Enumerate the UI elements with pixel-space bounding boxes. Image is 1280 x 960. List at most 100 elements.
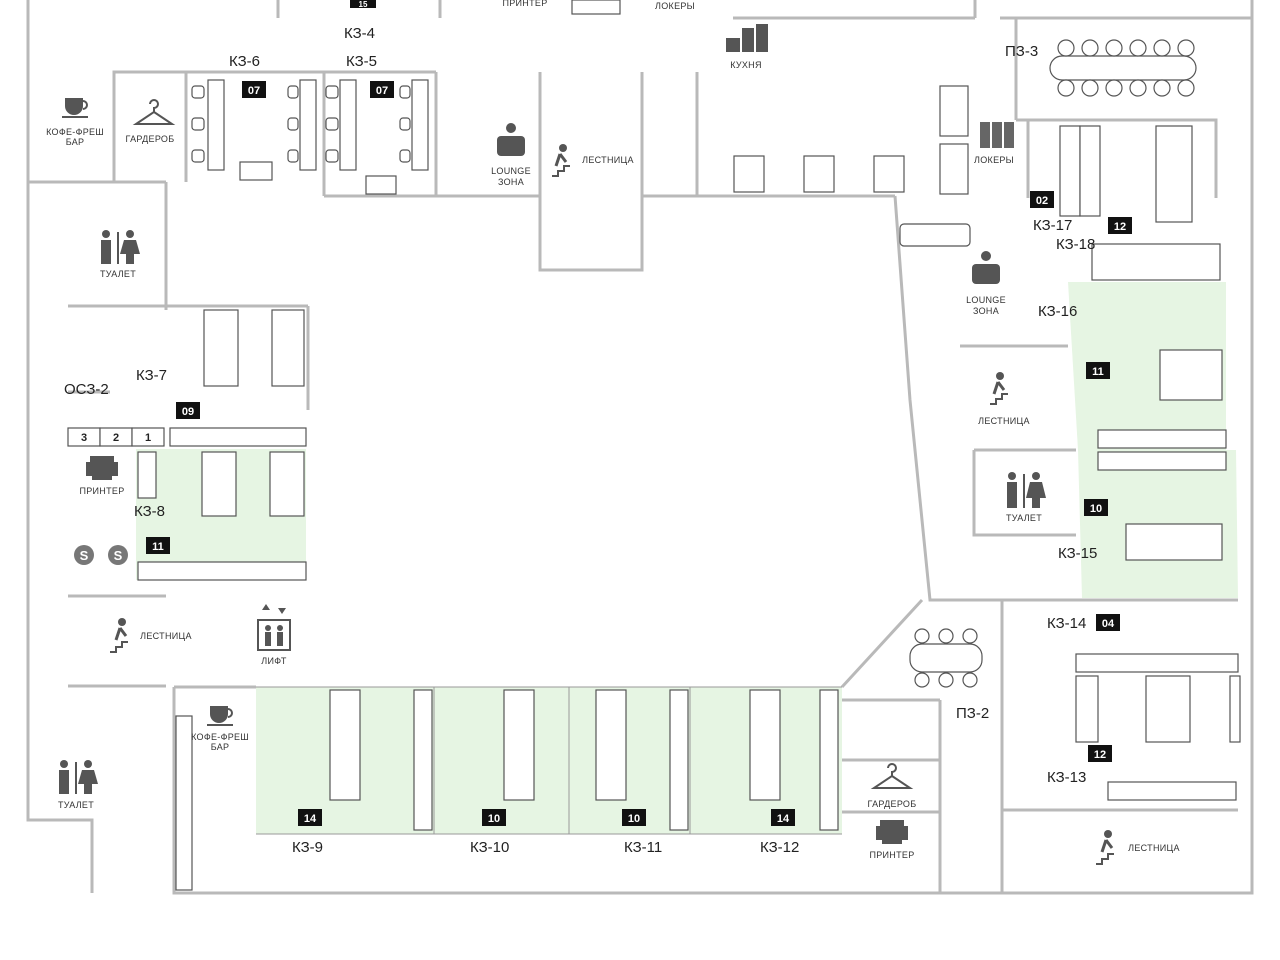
svg-text:14: 14 (777, 813, 790, 825)
zone-label-k3-10: КЗ-10 (470, 839, 509, 856)
stairs-icon (1096, 830, 1114, 865)
room-label-kitchen: КУХНЯ (730, 60, 762, 70)
coffee-icon (207, 706, 233, 726)
zone-label-k3-12: КЗ-12 (760, 839, 799, 856)
room-label-printer-1: ПРИНТЕР (502, 0, 547, 8)
svg-text:10: 10 (488, 813, 500, 825)
hanger-icon (132, 99, 176, 125)
room-label-stairs-1: ЛЕСТНИЦА (582, 155, 634, 165)
room-label-lift: ЛИФТ (261, 656, 287, 666)
room-label-stairs-3: ЛЕСТНИЦА (140, 631, 192, 641)
svg-text:15: 15 (359, 0, 368, 9)
room-label-coffee-bar-2: КОФЕ-ФРЕШ (191, 732, 249, 742)
seat-number: 1 (145, 432, 151, 444)
svg-text:12: 12 (1114, 221, 1126, 233)
hanger-icon (870, 763, 914, 789)
badge-k3-10: 10 (482, 809, 506, 826)
lounge-icon (497, 123, 525, 156)
room-label-stairs-2: ЛЕСТНИЦА (978, 416, 1030, 426)
zone-label-k3-6: КЗ-6 (229, 53, 260, 70)
kitchen-icon (726, 24, 768, 52)
room-label-printer-3: ПРИНТЕР (869, 850, 914, 860)
room-label-toilet-2: ТУАЛЕТ (1006, 513, 1042, 523)
room-label-lounge-1: ЗОНА (498, 177, 524, 187)
seat-number: 2 (113, 432, 119, 444)
printer-icon (876, 820, 908, 844)
zone-label-k3-5: КЗ-5 (346, 53, 377, 70)
badge-k3-9: 14 (298, 809, 322, 826)
badge-top: 15 (350, 0, 376, 9)
room-label-toilet-1: ТУАЛЕТ (100, 269, 136, 279)
zone-label-k3-18: КЗ-18 (1056, 236, 1095, 253)
svg-text:S: S (114, 548, 123, 563)
svg-text:11: 11 (152, 541, 164, 553)
room-label-coffee-bar-2: БАР (211, 742, 230, 752)
room-label-lockers-2: ЛОКЕРЫ (974, 155, 1014, 165)
room-label-wardrobe-2: ГАРДЕРОБ (868, 799, 917, 809)
toilet-icon (1007, 472, 1046, 508)
svg-text:07: 07 (376, 85, 388, 97)
toilet-icon (59, 760, 98, 794)
badge-k3-18: 12 (1108, 217, 1132, 234)
lounge-icon (972, 251, 1000, 284)
seat-count-badges: 15 07 07 02 12 11 10 04 12 09 11 14 10 1… (146, 0, 1132, 826)
stairs-icon (110, 618, 128, 653)
badge-k3-8: 11 (146, 537, 170, 554)
zone-label-k3-15: КЗ-15 (1058, 545, 1097, 562)
seat-number: 3 (81, 432, 87, 444)
svg-text:04: 04 (1102, 618, 1115, 630)
room-label-lounge-2: LOUNGE (966, 295, 1006, 305)
zone-label-oc3-2: ОСЗ-2 (64, 381, 109, 398)
room-label-lounge-1: LOUNGE (491, 166, 531, 176)
svg-text:11: 11 (1092, 366, 1104, 378)
zone-label-p3-3: ПЗ-3 (1005, 43, 1038, 60)
badge-k3-12: 14 (771, 809, 795, 826)
zone-label-k3-16: КЗ-16 (1038, 303, 1077, 320)
zone-k3-16-area[interactable] (1068, 282, 1226, 450)
toilet-icon (101, 230, 140, 264)
room-label-coffee-bar-1: КОФЕ-ФРЕШ (46, 127, 104, 137)
badge-k3-16: 11 (1086, 362, 1110, 379)
badge-k3-13: 12 (1088, 745, 1112, 762)
badge-k3-15: 10 (1084, 499, 1108, 516)
badge-k3-11: 10 (622, 809, 646, 826)
seat-numbers: 3 2 1 (81, 432, 151, 444)
svg-text:10: 10 (628, 813, 640, 825)
svg-text:14: 14 (304, 813, 317, 825)
coffee-icon (62, 98, 88, 118)
furniture (67, 0, 1241, 891)
room-label-coffee-bar-1: БАР (66, 137, 85, 147)
svg-text:07: 07 (248, 85, 260, 97)
badge-k3-5: 07 (370, 81, 394, 98)
zone-label-k3-7: КЗ-7 (136, 367, 167, 384)
svg-text:S: S (80, 548, 89, 563)
zone-label-k3-9: КЗ-9 (292, 839, 323, 856)
room-label-wardrobe-1: ГАРДЕРОБ (126, 134, 175, 144)
svg-text:09: 09 (182, 406, 194, 418)
room-label-lockers-1: ЛОКЕРЫ (655, 1, 695, 11)
room-labels: КОФЕ-ФРЕШ БАР ГАРДЕРОБ LOUNGE ЗОНА ЛЕСТН… (46, 0, 1180, 865)
svg-text:12: 12 (1094, 749, 1106, 761)
zone-label-k3-13: КЗ-13 (1047, 769, 1086, 786)
room-label-lounge-2: ЗОНА (973, 306, 999, 316)
badge-k3-6: 07 (242, 81, 266, 98)
locker-icon (980, 122, 1014, 148)
room-label-printer-2: ПРИНТЕР (79, 486, 124, 496)
badge-k3-14: 04 (1096, 614, 1120, 631)
stairs-icon (552, 144, 570, 177)
room-label-toilet-3: ТУАЛЕТ (58, 800, 94, 810)
room-label-stairs-4: ЛЕСТНИЦА (1128, 843, 1180, 853)
skype-icon: S S (74, 545, 128, 565)
walls (26, 0, 1254, 895)
printer-icon (86, 456, 118, 480)
lift-icon (257, 604, 291, 651)
zone-label-k3-11: КЗ-11 (624, 839, 662, 856)
badge-k3-17: 02 (1030, 191, 1054, 208)
svg-text:02: 02 (1036, 195, 1048, 207)
zone-label-k3-14: КЗ-14 (1047, 615, 1086, 632)
zone-label-k3-17: КЗ-17 (1033, 217, 1072, 234)
svg-text:10: 10 (1090, 503, 1102, 515)
zone-label-k3-8: КЗ-8 (134, 503, 165, 520)
zone-label-p3-2: ПЗ-2 (956, 705, 989, 722)
